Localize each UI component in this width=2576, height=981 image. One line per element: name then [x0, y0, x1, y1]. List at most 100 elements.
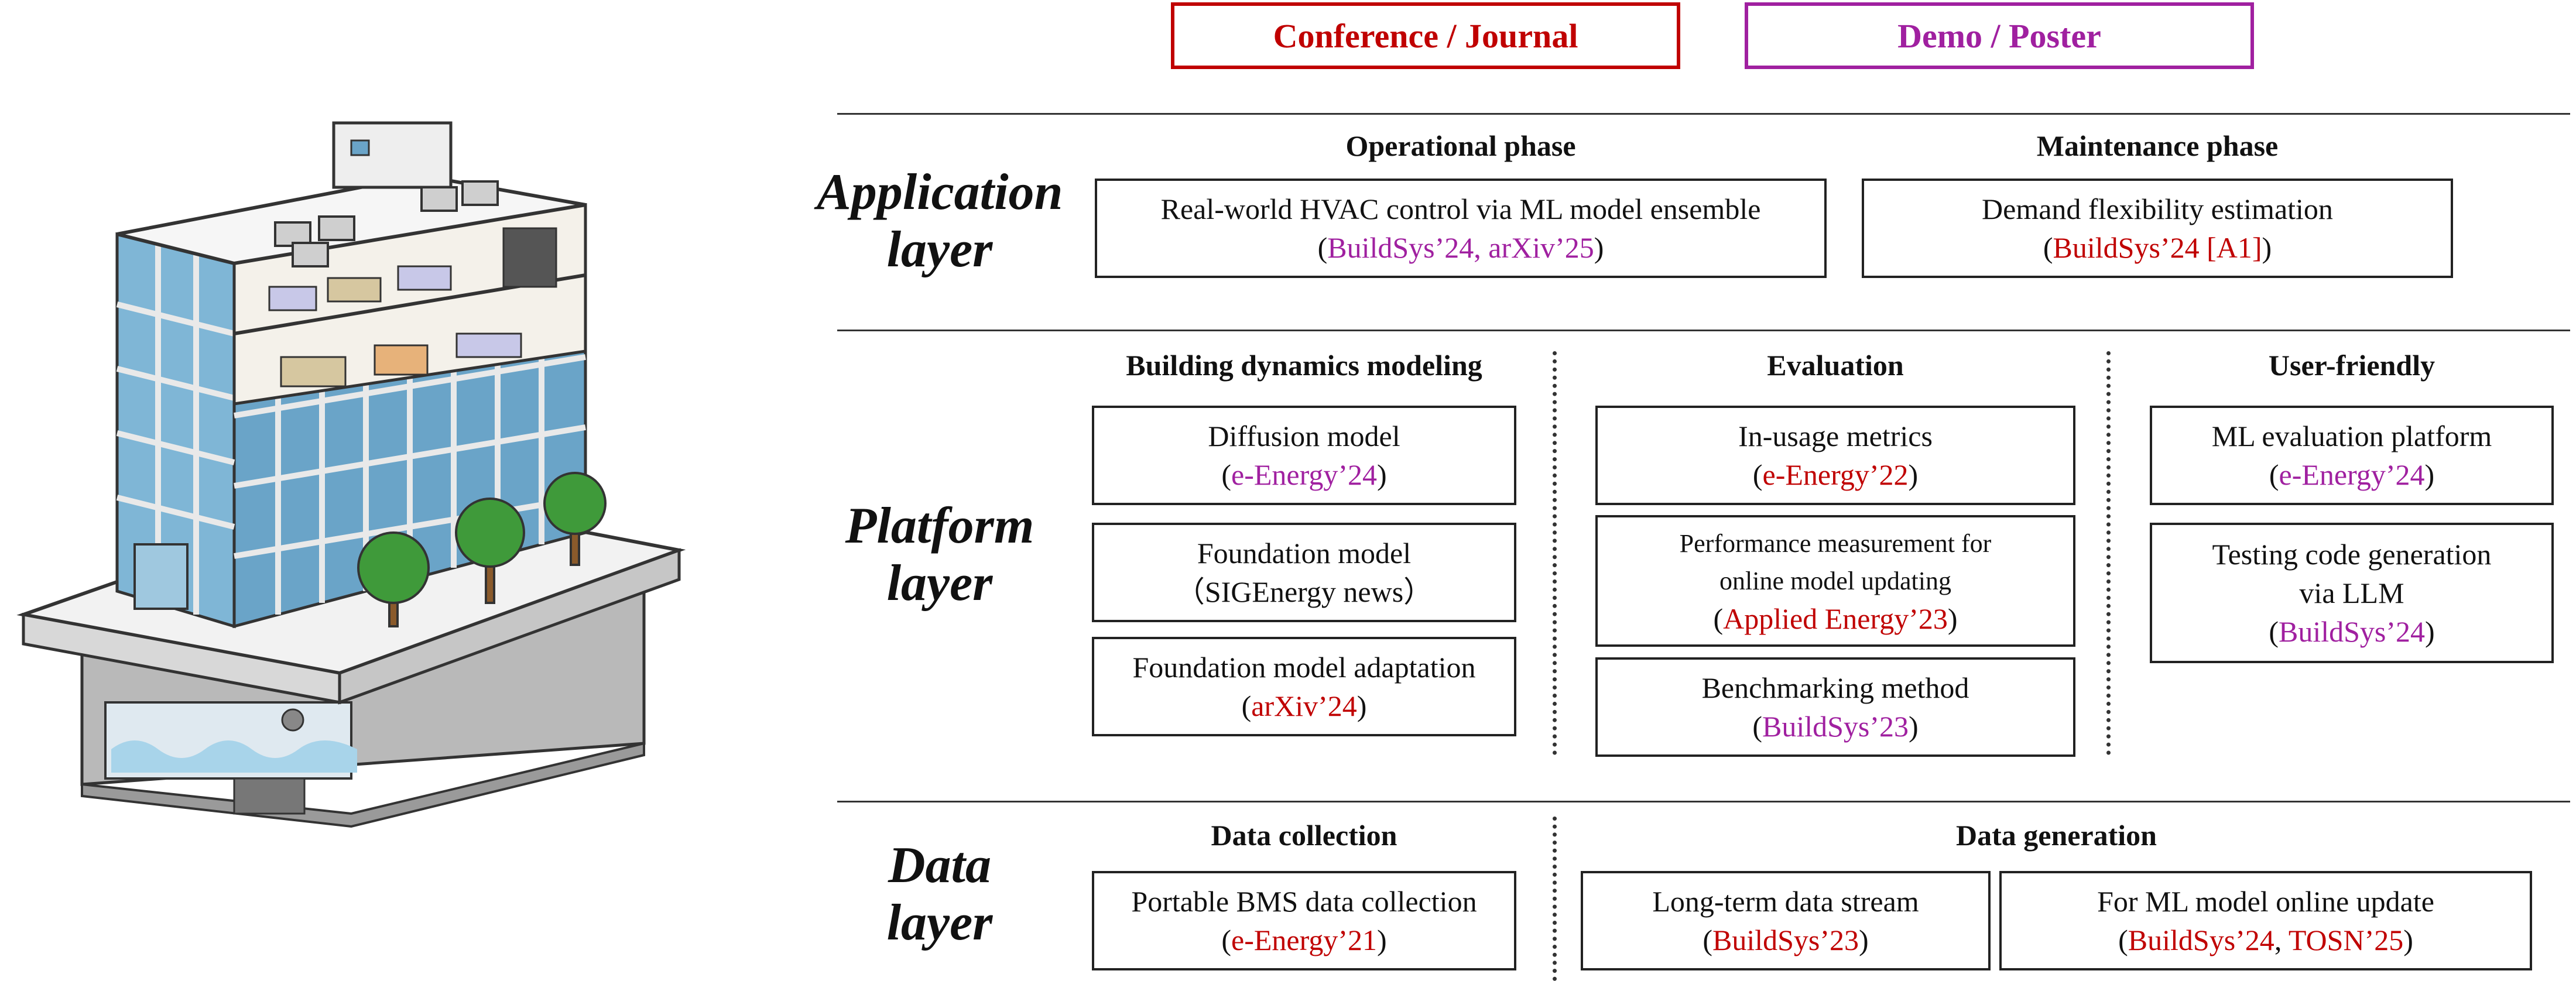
hvac-control-box: Real-world HVAC control via ML model ens… [1095, 179, 1827, 278]
paren-close: ) [1356, 690, 1367, 722]
ref-buildsys24: BuildSys’24 [2278, 615, 2426, 648]
paren-open: ( [1713, 602, 1724, 635]
hvac-control-refs: (BuildSys’24, arXiv’25) [1318, 228, 1604, 267]
demand-flexibility-text: Demand flexibility estimation [1982, 193, 2333, 225]
ref-arxiv25: arXiv’25 [1488, 231, 1594, 264]
ref-sep: , [1474, 231, 1489, 264]
online-update-refs: (BuildSys’24, TOSN’25) [2118, 921, 2413, 959]
data-title-line1: Data [888, 837, 991, 894]
paren-close: ) [2425, 615, 2435, 648]
paren-close: ) [1594, 231, 1604, 264]
paren-close: ) [1376, 458, 1387, 491]
legend-conference-journal: Conference / Journal [1171, 2, 1680, 69]
ref-e-energy22: e-Energy’22 [1762, 458, 1909, 491]
data-generation-heading: Data generation [1956, 819, 2157, 852]
paren-close: ) [2424, 458, 2435, 491]
paren-close: ) [2403, 924, 2413, 956]
online-update-text: For ML model online update [2097, 885, 2434, 918]
ml-evaluation-platform-refs: (e-Energy’24) [2269, 455, 2434, 494]
modeling-heading: Building dynamics modeling [1126, 349, 1482, 382]
ref-applied-energy23: Applied Energy’23 [1723, 602, 1948, 635]
paren-close: ) [1947, 602, 1958, 635]
evaluation-heading: Evaluation [1767, 349, 1904, 382]
foundation-model-text: Foundation model [1197, 537, 1412, 570]
application-title-line1: Application [817, 164, 1063, 221]
divider-dotted-3 [1553, 817, 1557, 981]
ref-buildsys23: BuildSys’23 [1712, 924, 1859, 956]
ml-evaluation-platform-text: ML evaluation platform [2211, 420, 2492, 452]
platform-title-line2: layer [886, 555, 993, 612]
foundation-model-box: Foundation model （SIGEnergy news） [1092, 523, 1516, 622]
paren-open: ( [2269, 458, 2279, 491]
performance-measurement-refs: (Applied Energy’23) [1713, 600, 1957, 637]
data-layer-title: Data layer [817, 837, 1063, 952]
diffusion-model-refs: (e-Energy’24) [1221, 455, 1386, 494]
paren-open: ( [2118, 924, 2128, 956]
benchmarking-method-text: Benchmarking method [1701, 671, 1969, 704]
ref-e-energy21: e-Energy’21 [1231, 924, 1377, 956]
foundation-model-note: （SIGEnergy news） [1175, 575, 1433, 608]
ml-evaluation-platform-box: ML evaluation platform (e-Energy’24) [2150, 406, 2554, 505]
platform-layer-title: Platform layer [817, 498, 1063, 612]
long-term-stream-box: Long-term data stream (BuildSys’23) [1581, 871, 1991, 970]
divider-application-platform [837, 330, 2570, 331]
divider-platform-data [837, 801, 2570, 802]
maintenance-phase-heading: Maintenance phase [2036, 129, 2279, 162]
legend-demo-poster: Demo / Poster [1745, 2, 2254, 69]
ref-arxiv24: arXiv’24 [1251, 690, 1357, 722]
portable-bms-box: Portable BMS data collection (e-Energy’2… [1092, 871, 1516, 970]
application-title-line2: layer [886, 221, 993, 278]
online-update-box: For ML model online update (BuildSys’24,… [1999, 871, 2532, 970]
paren-open: ( [1752, 458, 1763, 491]
paren-close: ) [1376, 924, 1387, 956]
ref-buildsys24: BuildSys’24 [1327, 231, 1474, 264]
testing-code-refs: (BuildSys’24) [2269, 612, 2434, 651]
long-term-stream-refs: (BuildSys’23) [1703, 921, 1868, 959]
paren-open: ( [2043, 231, 2053, 264]
data-title-line2: layer [886, 894, 993, 951]
paren-close: ) [2262, 231, 2272, 264]
benchmarking-method-refs: (BuildSys’23) [1752, 707, 1918, 746]
testing-code-line2: via LLM [2299, 577, 2404, 609]
data-collection-heading: Data collection [1211, 819, 1397, 852]
in-usage-metrics-refs: (e-Energy’22) [1753, 455, 1918, 494]
foundation-adaptation-box: Foundation model adaptation (arXiv’24) [1092, 637, 1516, 736]
paren-close: ) [1908, 458, 1919, 491]
in-usage-metrics-text: In-usage metrics [1738, 420, 1933, 452]
hvac-control-text: Real-world HVAC control via ML model ens… [1160, 193, 1761, 225]
ref-e-energy24: e-Energy’24 [1231, 458, 1377, 491]
paren-open: ( [1241, 690, 1252, 722]
ref-tosn25: TOSN’25 [2288, 924, 2404, 956]
testing-code-line1: Testing code generation [2212, 538, 2492, 571]
performance-measurement-box: Performance measurement for online model… [1595, 515, 2075, 647]
paren-open: ( [1221, 458, 1231, 491]
ref-buildsys23: BuildSys’23 [1762, 710, 1909, 743]
ref-e-energy24: e-Energy’24 [2279, 458, 2425, 491]
long-term-stream-text: Long-term data stream [1652, 885, 1919, 918]
performance-measurement-line2: online model updating [1719, 566, 1951, 595]
demand-flexibility-box: Demand flexibility estimation (BuildSys’… [1862, 179, 2453, 278]
paren-close: ) [1859, 924, 1869, 956]
paren-open: ( [1752, 710, 1762, 743]
paren-close: ) [1909, 710, 1919, 743]
demand-flexibility-refs: (BuildSys’24 [A1]) [2043, 228, 2272, 267]
diffusion-model-text: Diffusion model [1208, 420, 1400, 452]
foundation-adaptation-refs: (arXiv’24) [1242, 687, 1367, 725]
operational-phase-heading: Operational phase [1345, 129, 1576, 162]
divider-dotted-2 [2106, 351, 2111, 755]
testing-code-generation-box: Testing code generation via LLM (BuildSy… [2150, 523, 2554, 663]
ref-buildsys24: BuildSys’24 [2128, 924, 2274, 956]
diffusion-model-box: Diffusion model (e-Energy’24) [1092, 406, 1516, 505]
legend-demo-label: Demo / Poster [1897, 16, 2101, 55]
benchmarking-method-box: Benchmarking method (BuildSys’23) [1595, 657, 2075, 757]
divider-top [837, 113, 2570, 115]
legend-conference-label: Conference / Journal [1273, 16, 1578, 55]
portable-bms-refs: (e-Energy’21) [1221, 921, 1386, 959]
paren-open: ( [1317, 231, 1328, 264]
portable-bms-text: Portable BMS data collection [1131, 885, 1477, 918]
ref-buildsys24-a1: BuildSys’24 [A1] [2053, 231, 2262, 264]
application-layer-title: Application layer [817, 164, 1063, 279]
building-cutaway-icon [16, 121, 686, 828]
paren-open: ( [1221, 924, 1231, 956]
user-friendly-heading: User-friendly [2268, 349, 2435, 382]
